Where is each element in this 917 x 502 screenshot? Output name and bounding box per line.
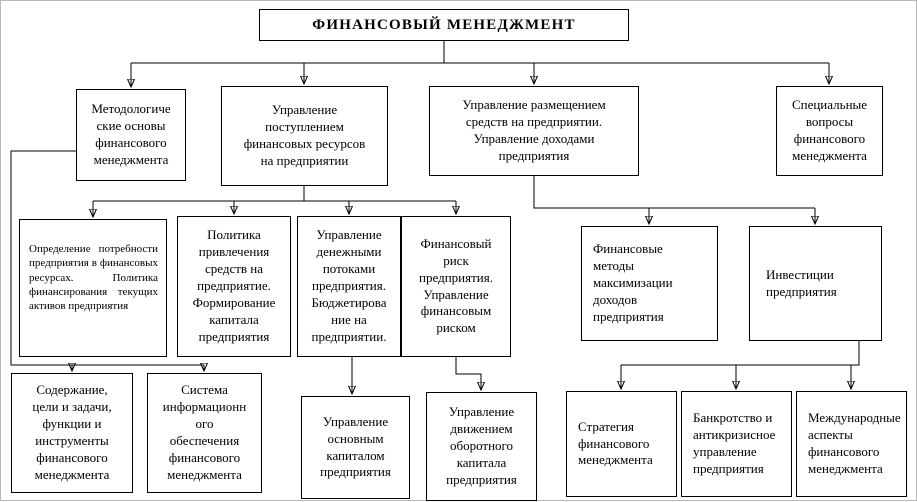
- node-financial-management-strategy: Стратегия финансового менеджмента: [566, 391, 677, 497]
- node-income-maximization-methods: Финансовые методы максимизации доходов п…: [581, 226, 718, 341]
- connectors-level3-to-capital-boxes: [352, 357, 481, 394]
- connectors-allocation-to-level3: [533, 176, 815, 224]
- connectors-to-bottom-right-group: [621, 341, 860, 389]
- node-financial-management: ФИНАНСОВЫЙ МЕНЕДЖМЕНТ: [259, 9, 629, 41]
- node-financial-risk: Финансовый риск предприятия. Управление …: [401, 216, 511, 357]
- node-special-issues: Специальные вопросы финансового менеджме…: [776, 86, 883, 176]
- node-funds-attraction-policy: Политика привлечения средств на предприя…: [177, 216, 291, 357]
- connectors-inflow-to-level3: [93, 186, 456, 217]
- node-financial-resources-inflow: Управление поступлением финансовых ресур…: [221, 86, 388, 186]
- connectors-methodology-to-level4: [10, 150, 204, 371]
- connectors-root-to-level2: [131, 41, 829, 87]
- node-bankruptcy-crisis-management: Банкротство и антикризисное управление п…: [681, 391, 792, 497]
- node-working-capital-management: Управление движением оборотного капитала…: [426, 392, 537, 501]
- node-cash-flow-management: Управление денежными потоками предприяти…: [297, 216, 401, 357]
- node-methodological-foundations: Методологиче ские основы финансового мен…: [76, 89, 186, 181]
- node-enterprise-investments: Инвестиции предприятия: [749, 226, 882, 341]
- node-information-support-system: Система информационн ого обеспечения фин…: [147, 373, 262, 493]
- node-funds-allocation-income: Управление размещением средств на предпр…: [429, 86, 639, 176]
- node-international-aspects: Международные аспекты финансового менедж…: [796, 391, 907, 497]
- node-fixed-capital-management: Управление основным капиталом предприяти…: [301, 396, 410, 499]
- node-content-goals-functions: Содержание, цели и задачи, функции и инс…: [11, 373, 133, 493]
- node-financial-needs-policy: Определение потребности предприятия в фи…: [19, 219, 167, 357]
